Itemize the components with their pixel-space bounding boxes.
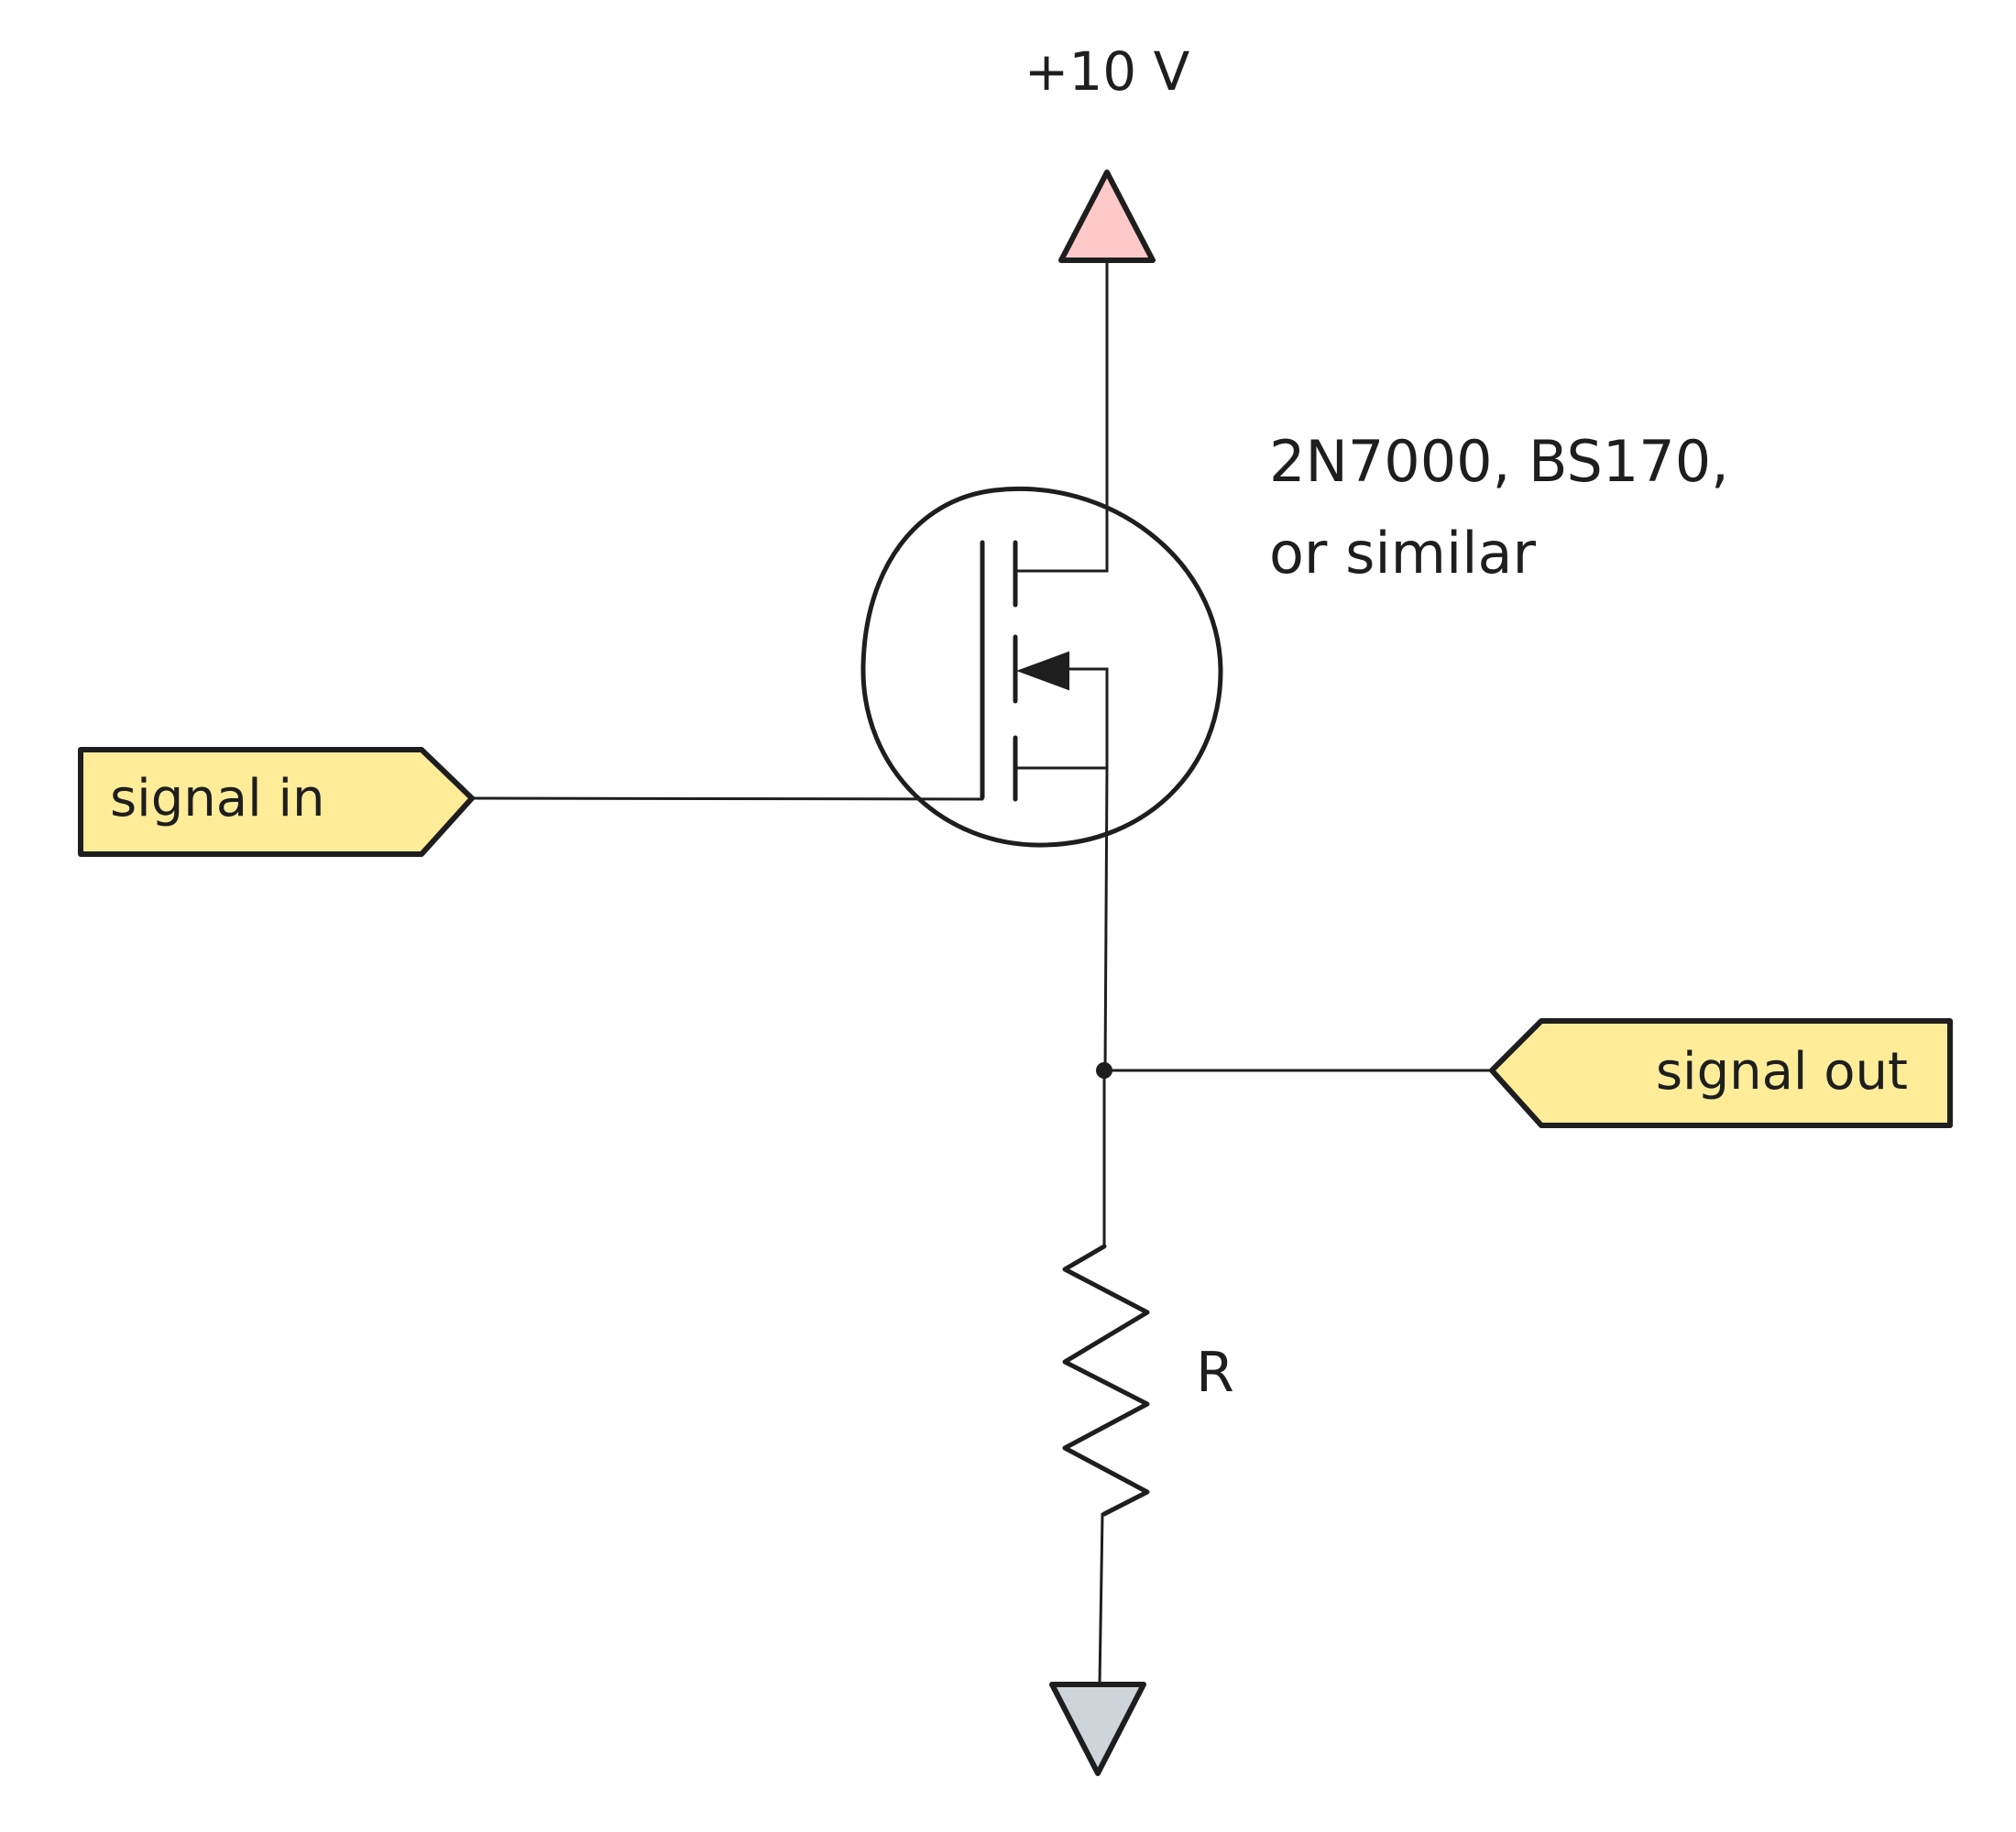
signal-out-label: signal out	[1656, 1042, 1908, 1102]
ground-symbol	[1049, 1682, 1146, 1776]
gate-wire	[470, 796, 984, 801]
signal-out-port	[1489, 1018, 1953, 1128]
transistor-part-numbers: 2N7000, BS170,	[1269, 428, 1729, 495]
supply-voltage-label: +10 V	[1024, 40, 1190, 103]
resistor-label: R	[1196, 1341, 1234, 1405]
source-down-wire	[1103, 766, 1109, 1072]
signal-in-port	[78, 747, 475, 857]
drain-wire	[1013, 420, 1109, 573]
supply-symbol	[1058, 170, 1156, 263]
mosfet-body-arrow	[1016, 651, 1069, 691]
ground-wire	[1098, 1512, 1104, 1686]
resistor-zigzag	[1062, 1244, 1150, 1517]
transistor-part-note: or similar	[1269, 520, 1536, 587]
mosfet-body-circle	[860, 487, 1223, 848]
signal-in-label: signal in	[110, 769, 325, 828]
